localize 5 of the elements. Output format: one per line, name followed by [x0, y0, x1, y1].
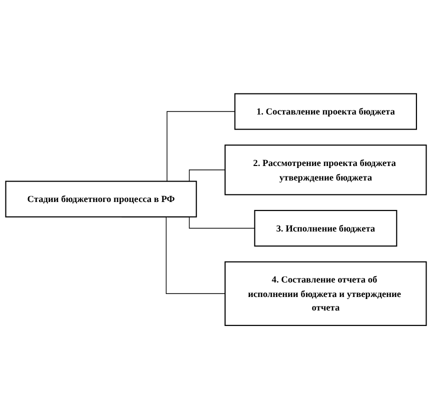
- node-box: 4. Составление отчета об исполнении бюджета и утверждение отчета: [224, 262, 427, 326]
- node-box: 3. Исполнение бюджета: [254, 210, 398, 247]
- node-box: 2. Рассмотрение проекта бюджета утверждение бюджета: [224, 144, 427, 196]
- node-box: Стадии бюджетного процесса в РФ: [5, 181, 197, 218]
- node-box: 1. Составление проекта бюджета: [234, 94, 417, 130]
